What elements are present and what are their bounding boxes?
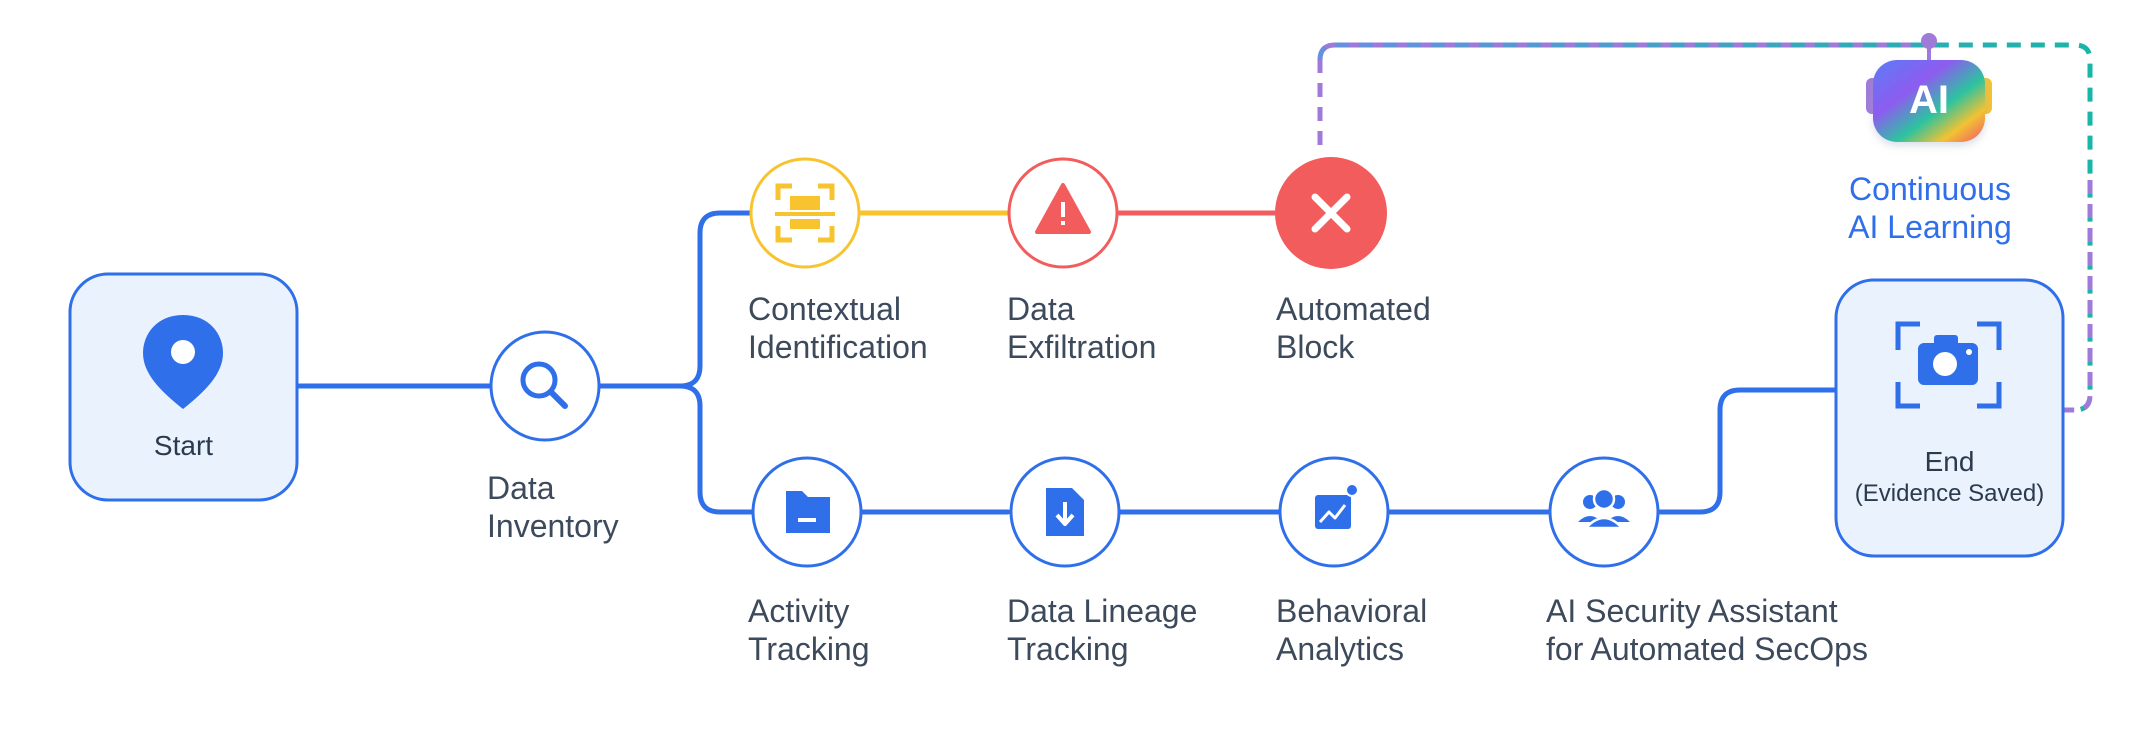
automated-block-line2: Block: [1276, 329, 1355, 365]
file-download-icon: [1046, 488, 1084, 536]
data-inventory-node: [489, 330, 601, 442]
data-lineage-tracking-line2: Tracking: [1007, 631, 1129, 667]
warning-icon: [1035, 183, 1091, 234]
behavioral-analytics-line2: Analytics: [1276, 631, 1405, 667]
contextual-identification-node: [749, 157, 861, 269]
activity-tracking-line2: Tracking: [748, 631, 870, 667]
automated-block-node: [1275, 157, 1387, 269]
data-lineage-tracking-line1: Data Lineage: [1007, 593, 1198, 629]
ai-security-assistant-node: [1548, 456, 1660, 568]
ai-learning-line1: Continuous: [1849, 171, 2011, 207]
activity-tracking-node: [751, 456, 863, 568]
close-icon: [1311, 193, 1351, 233]
location-pin-icon: [143, 315, 223, 409]
camera-icon: [1895, 321, 2002, 409]
contextual-identification-line2: Identification: [748, 329, 928, 365]
data-exfiltration-line2: Exfiltration: [1007, 329, 1157, 365]
data-inventory-line1: Data: [487, 470, 555, 506]
data-inventory-label: Data Inventory: [487, 469, 619, 545]
ai-security-assistant-line2: for Automated SecOps: [1546, 631, 1868, 667]
users-icon: [1578, 487, 1630, 530]
data-exfiltration-node: [1007, 157, 1119, 269]
ai-learning-label: Continuous AI Learning: [1820, 170, 2040, 246]
data-lineage-tracking-node: [1009, 456, 1121, 568]
analytics-chart-icon: [1315, 483, 1359, 529]
automated-block-label: Automated Block: [1276, 290, 1431, 366]
search-icon: [520, 361, 568, 409]
data-exfiltration-line1: Data: [1007, 291, 1075, 327]
contextual-identification-line1: Contextual: [748, 291, 901, 327]
data-inventory-line2: Inventory: [487, 508, 619, 544]
contextual-identification-label: Contextual Identification: [748, 290, 928, 366]
behavioral-analytics-node: [1278, 456, 1390, 568]
start-label: Start: [153, 430, 214, 461]
ai-robot-badge: AI: [1866, 33, 1992, 142]
end-subtitle: (Evidence Saved): [1854, 480, 2045, 507]
scan-document-icon: [775, 183, 835, 243]
automated-block-line1: Automated: [1276, 291, 1431, 327]
connector-lines: [294, 210, 1839, 515]
data-exfiltration-label: Data Exfiltration: [1007, 290, 1156, 366]
start-node: [68, 272, 299, 502]
end-title: End: [1924, 446, 1975, 477]
folder-icon: [786, 491, 830, 533]
ai-feedback-loop: [1317, 42, 2093, 413]
ai-badge-text: AI: [1909, 78, 1949, 122]
behavioral-analytics-line1: Behavioral: [1276, 593, 1428, 629]
data-lineage-tracking-label: Data Lineage Tracking: [1007, 592, 1197, 668]
behavioral-analytics-label: Behavioral Analytics: [1276, 592, 1427, 668]
activity-tracking-line1: Activity: [748, 593, 850, 629]
ai-learning-line2: AI Learning: [1848, 209, 2012, 245]
ai-security-assistant-line1: AI Security Assistant: [1546, 593, 1838, 629]
activity-tracking-label: Activity Tracking: [748, 592, 870, 668]
ai-security-assistant-label: AI Security Assistant for Automated SecO…: [1546, 592, 1868, 668]
end-node: [1834, 278, 2065, 558]
